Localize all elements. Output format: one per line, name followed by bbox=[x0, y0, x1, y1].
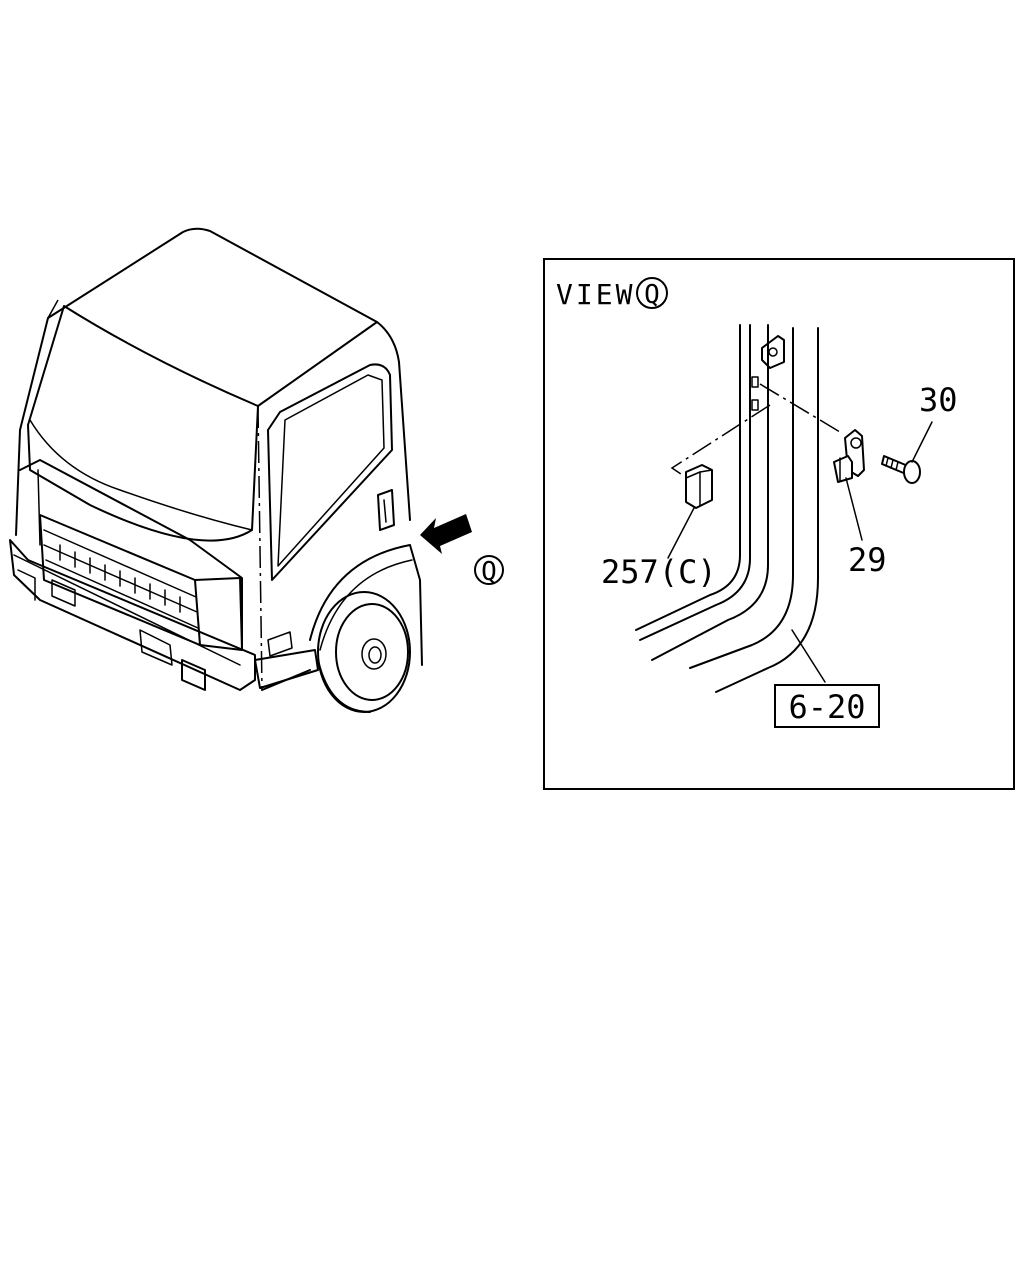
leader-cover-guide bbox=[670, 404, 771, 477]
truck-cab-illustration bbox=[9, 227, 423, 713]
cover-part bbox=[685, 464, 713, 509]
callout-30: 30 bbox=[919, 381, 958, 419]
detail-view-frame bbox=[543, 258, 1015, 790]
leader-bracket bbox=[845, 477, 863, 541]
leader-bolt bbox=[911, 421, 933, 463]
view-title-letter: Q bbox=[644, 280, 660, 310]
callout-29: 29 bbox=[848, 541, 887, 579]
view-title-prefix: VIEW bbox=[556, 278, 635, 311]
view-marker-letter: Q bbox=[481, 557, 497, 587]
view-marker: Q bbox=[474, 555, 504, 587]
reference-label: 6-20 bbox=[788, 688, 865, 726]
leader-bracket-guide bbox=[759, 383, 841, 433]
leader-cover bbox=[667, 507, 695, 559]
reference-box: 6-20 bbox=[774, 684, 880, 728]
bracket-part bbox=[833, 429, 865, 483]
leader-reference bbox=[791, 629, 826, 683]
bolt-part bbox=[881, 455, 921, 484]
door-frame bbox=[635, 324, 819, 693]
view-direction-arrow bbox=[420, 514, 472, 554]
callout-257c: 257(C) bbox=[601, 553, 717, 591]
detail-view-title: VIEW Q bbox=[556, 277, 668, 311]
